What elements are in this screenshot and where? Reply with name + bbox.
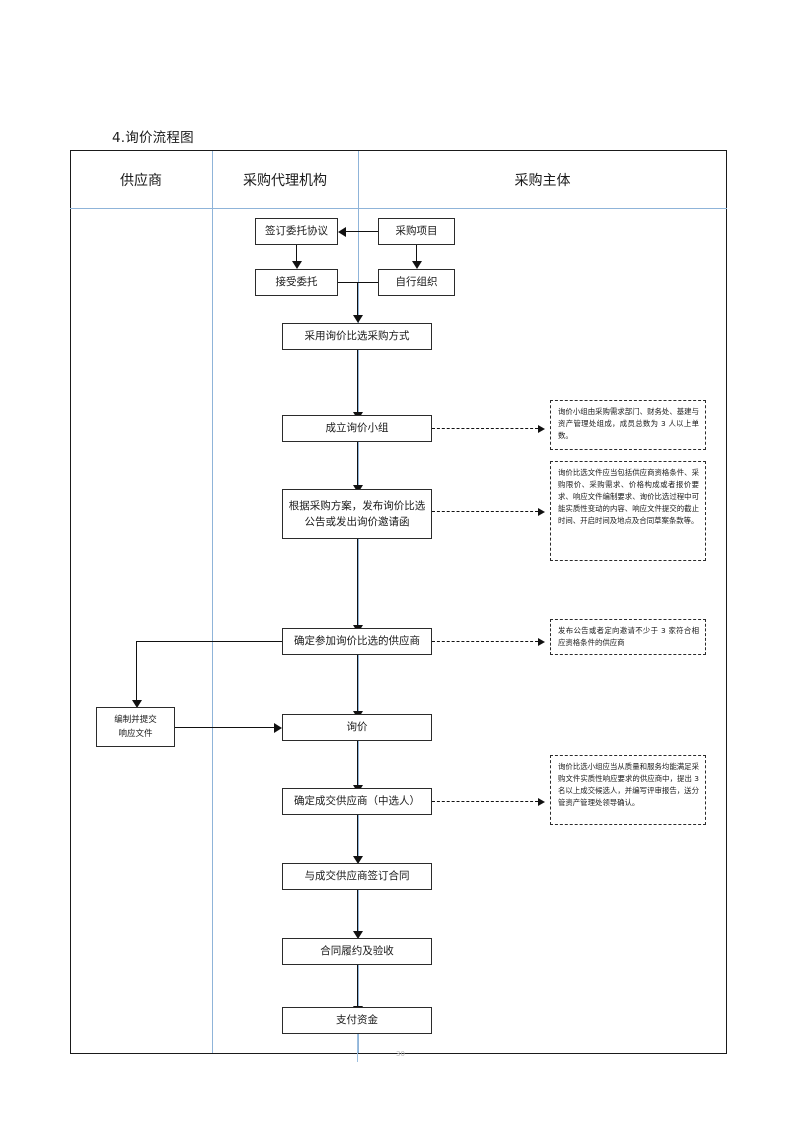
connector-confirm-to-supplier-h [136,640,282,643]
connector-response-to-inquiry [175,726,274,729]
node-self-organize[interactable]: 自行组织 [378,269,455,296]
note-award-candidates: 询价比选小组应当从质量和服务均能满足采购文件实质性响应要求的供应商中，提出 3 … [550,755,706,825]
node-publish-notice[interactable]: 根据采购方案，发布询价比选公告或发出询价邀请函 [282,489,432,539]
arrowhead-merge-to-method [352,315,363,323]
arrowhead-response-to-inquiry [274,722,282,733]
arrowhead-winner-to-contract [352,856,363,864]
connector-project-to-self [415,245,418,261]
node-procurement-project[interactable]: 采购项目 [378,218,455,245]
leader-publish-to-note [432,511,538,512]
arrowhead-project-to-sign [338,226,346,237]
connector-sign-to-accept [295,245,298,261]
note-inquiry-group: 询价小组由采购需求部门、财务处、基建与资产管理处组成，成员总数为 3 人以上单数… [550,400,706,450]
node-accept-entrust[interactable]: 接受委托 [255,269,338,296]
node-perform-accept[interactable]: 合同履约及验收 [282,938,432,965]
lane-separator-supplier-agency [212,151,213,1053]
arrowhead-confirm-to-supplier [131,700,142,708]
node-confirm-suppliers[interactable]: 确定参加询价比选的供应商 [282,628,432,655]
lane-header-purchaser: 采购主体 [514,173,571,189]
connector-publish-to-confirm [356,539,359,625]
leader-confirm-to-note [432,641,538,642]
lane-separator-agency-purchaser [358,151,359,1053]
connector-winner-to-contract [356,815,359,856]
connector-accept-to-pay [356,965,359,1006]
node-adopt-method[interactable]: 采用询价比选采购方式 [282,323,432,350]
node-pay-funds[interactable]: 支付资金 [282,1007,432,1034]
node-prepare-response-line2: 响应文件 [118,729,153,739]
header-divider [70,208,727,209]
note-inquiry-documents: 询价比选文件应当包括供应商资格条件、采购限价、采购需求、价格构成或者报价要求、响… [550,461,706,561]
arrowhead-project-to-self [411,261,422,269]
node-inquiry[interactable]: 询价 [282,714,432,741]
connector-confirm-to-inquiry [356,655,359,711]
node-sign-agreement[interactable]: 签订委托协议 [255,218,338,245]
leader-winner-to-note [432,801,538,802]
connector-group-to-publish [356,442,359,485]
node-prepare-response[interactable]: 编制并提交 响应文件 [96,707,175,747]
arrowhead-confirm-note [538,637,545,646]
arrowhead-winner-note [538,797,545,806]
arrowhead-sign-to-accept [291,261,302,269]
node-form-group[interactable]: 成立询价小组 [282,415,432,442]
connector-merge-vertical [356,282,359,315]
diagram-frame [70,150,727,1054]
node-prepare-response-line1: 编制并提交 [114,714,157,725]
page-number-mark: 30 [396,1050,405,1058]
arrowhead-group-note [538,424,545,433]
connector-contract-to-accept [356,890,359,931]
connector-confirm-to-supplier-v [135,640,138,701]
arrowhead-contract-to-accept [352,931,363,939]
node-confirm-winner[interactable]: 确定成交供应商（中选人） [282,788,432,815]
arrowhead-publish-note [538,507,545,516]
lane-header-supplier: 供应商 [120,173,162,189]
connector-inquiry-to-winner [356,741,359,785]
lane-header-agency: 采购代理机构 [243,173,327,189]
connector-method-to-group [356,350,359,412]
connector-project-to-sign [346,230,378,233]
note-invite-suppliers: 发布公告或者定向邀请不少于 3 家符合相应资格条件的供应商 [550,619,706,655]
node-sign-contract[interactable]: 与成交供应商签订合同 [282,863,432,890]
page-title: 4.询价流程图 [112,130,194,146]
leader-group-to-note [432,428,538,429]
